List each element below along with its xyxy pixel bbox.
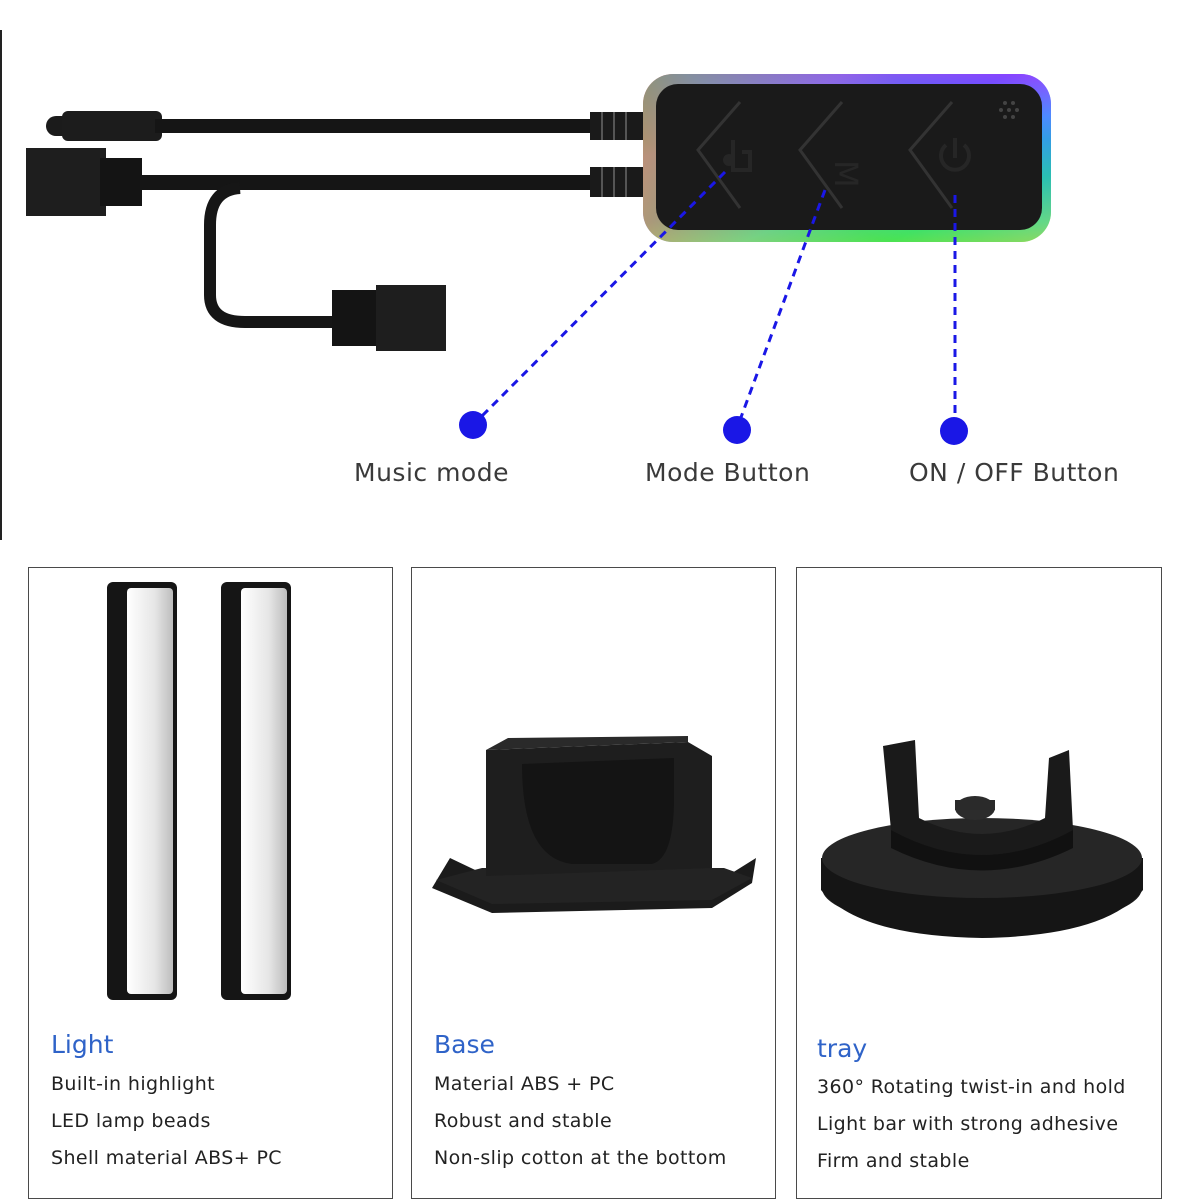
usb-cable [26, 148, 650, 351]
panel-base: Base Material ABS + PC Robust and stable… [411, 567, 776, 1199]
light-bars-image [107, 582, 291, 1000]
tray-image [821, 740, 1143, 938]
mode-button-glyph: M [827, 160, 865, 188]
panel-light: Light Built-in highlight LED lamp beads … [28, 567, 393, 1199]
music-note-icon [723, 140, 752, 172]
callout-label-music-mode: Music mode [354, 458, 509, 487]
callout-dot-mode [723, 416, 751, 444]
panel-line: Robust and stable [434, 1110, 613, 1132]
panel-line: LED lamp beads [51, 1110, 211, 1132]
callout-label-mode-button: Mode Button [645, 458, 811, 487]
panel-line: Material ABS + PC [434, 1073, 615, 1095]
panel-line: 360° Rotating twist-in and hold [817, 1076, 1126, 1098]
callout-lines [478, 170, 957, 421]
callout-dot-music [459, 411, 487, 439]
panel-title: Light [51, 1030, 114, 1059]
panel-line: Light bar with strong adhesive [817, 1113, 1119, 1135]
controller-illustration: M [0, 30, 1051, 540]
controller-box [643, 74, 1051, 242]
panel-line: Firm and stable [817, 1150, 970, 1172]
panel-line: Shell material ABS+ PC [51, 1147, 282, 1169]
panel-tray: tray 360° Rotating twist-in and hold Lig… [796, 567, 1162, 1199]
dc-plug-cable [46, 111, 650, 141]
callout-label-power-button: ON / OFF Button [909, 458, 1120, 487]
power-icon [939, 138, 971, 172]
callout-dot-power [940, 417, 968, 445]
panel-title: tray [817, 1034, 868, 1063]
panel-line: Built-in highlight [51, 1073, 216, 1095]
panel-line: Non-slip cotton at the bottom [434, 1147, 727, 1169]
panel-title: Base [434, 1030, 495, 1059]
base-image [432, 736, 756, 913]
